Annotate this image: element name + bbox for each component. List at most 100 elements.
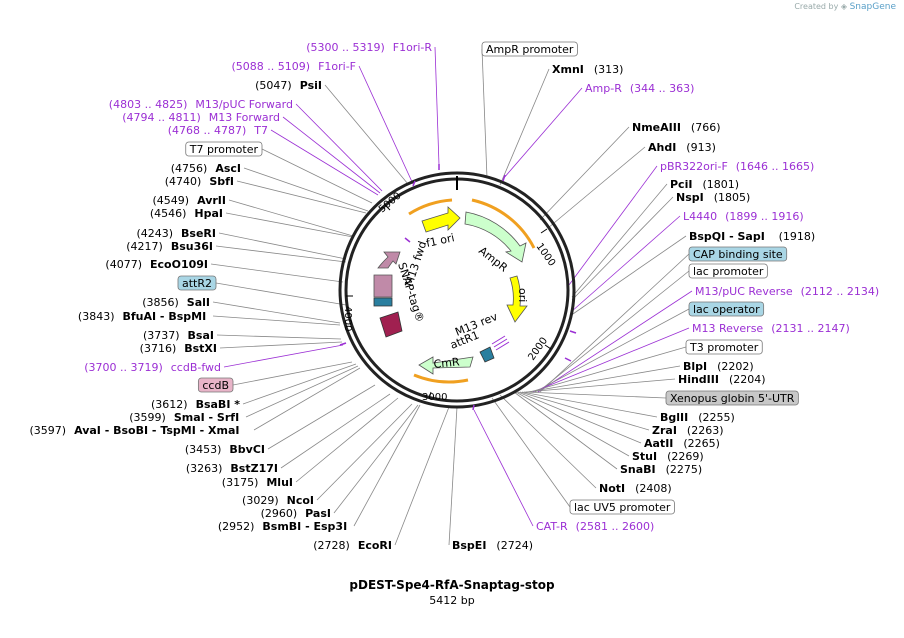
label-stui[interactable]: StuI(2269): [632, 450, 704, 463]
label-t3-promoter[interactable]: T3 promoter: [685, 339, 763, 355]
label-amp-r[interactable]: Amp-R(344 .. 363): [585, 82, 694, 95]
label-lac-promoter[interactable]: lac promoter: [688, 263, 768, 279]
label-lac-operator[interactable]: lac operator: [688, 301, 765, 317]
leader-hindiii: [525, 378, 676, 393]
primer-range: (3700 .. 3719): [84, 361, 163, 374]
feature-box: [569, 499, 675, 515]
snap-tag-upper-feature[interactable]: [377, 251, 401, 269]
label-t7-promoter[interactable]: T7 promoter: [185, 141, 263, 157]
label-smai[interactable]: SmaI - SrfI(3599): [129, 411, 239, 424]
label-xmni[interactable]: XmnI(313): [552, 63, 623, 76]
label-bbvci[interactable]: BbvCI(3453): [185, 443, 265, 456]
label-pasi[interactable]: PasI(2960): [261, 507, 331, 520]
site-position: (3612): [151, 398, 188, 411]
label-attr2[interactable]: attR2: [177, 275, 217, 291]
label-bseri[interactable]: BseRI(4243): [136, 227, 216, 240]
feature-box: [685, 339, 763, 355]
leader-bfuai: [212, 315, 341, 326]
site-position: (1918): [779, 230, 816, 243]
leader-ncoi: [316, 403, 413, 501]
label-noti[interactable]: NotI(2408): [599, 482, 672, 495]
label-ncoi[interactable]: NcoI(3029): [242, 494, 314, 507]
site-position: (313): [594, 63, 624, 76]
label-pbr322ori-f[interactable]: pBR322ori-F(1646 .. 1665): [660, 160, 814, 173]
label-ecoo109i[interactable]: EcoO109I(4077): [105, 258, 208, 271]
label-bsai[interactable]: BsaI(3737): [143, 329, 214, 342]
ampr-outer-arc: [471, 198, 536, 249]
label-bglii[interactable]: BglII(2255): [660, 411, 735, 424]
label-m13-fwd[interactable]: M13 Forward(4794 .. 4811): [122, 111, 280, 124]
label-ahdi[interactable]: AhdI(913): [648, 141, 716, 154]
label-ampr-promoter[interactable]: AmpR promoter: [481, 41, 578, 57]
label-l4440[interactable]: L4440(1899 .. 1916): [683, 210, 804, 223]
cmr-feature[interactable]: [418, 356, 474, 375]
label-asci[interactable]: AscI(4756): [171, 162, 241, 175]
label-aatii[interactable]: AatII(2265): [644, 437, 720, 450]
primer-range: (1899 .. 1916): [725, 210, 804, 223]
feature-label-ampr: AmpR: [476, 244, 510, 275]
label-xenopus[interactable]: Xenopus globin 5'-UTR: [665, 390, 799, 406]
feature-box: [665, 390, 799, 406]
leader-cat-r: [473, 409, 534, 527]
ccdb-feature[interactable]: [379, 311, 403, 338]
label-f1ori-f[interactable]: F1ori-F(5088 .. 5109): [232, 60, 356, 73]
label-pcii[interactable]: PciI(1801): [670, 178, 739, 191]
credit-prefix: Created by: [794, 2, 839, 11]
label-sali[interactable]: SalI(3856): [142, 296, 210, 309]
leader-m13puc-fwd: [295, 103, 383, 192]
snapgene-logo-icon: ◈: [840, 2, 848, 11]
label-zrai[interactable]: ZraI(2263): [652, 424, 723, 437]
label-bspqi[interactable]: BspQI - SapI(1918): [689, 230, 815, 243]
f1-ori-feature[interactable]: [421, 206, 461, 233]
leader-cap: [539, 253, 690, 393]
label-avrii[interactable]: AvrII(4549): [153, 194, 226, 207]
site-position: (2202): [717, 360, 754, 373]
label-bsu36i[interactable]: Bsu36I(4217): [126, 240, 213, 253]
site-position: (3599): [129, 411, 166, 424]
site-name: NotI: [599, 482, 625, 495]
label-bsabi[interactable]: BsaBI *(3612): [151, 398, 240, 411]
label-ccdb[interactable]: ccdB: [197, 377, 234, 393]
label-m13puc-rev[interactable]: M13/pUC Reverse(2112 .. 2134): [695, 285, 879, 298]
site-position: (4549): [153, 194, 190, 207]
label-m13puc-fwd[interactable]: M13/pUC Forward(4803 .. 4825): [109, 98, 293, 111]
label-bstz17i[interactable]: BstZ17I(3263): [186, 462, 278, 475]
label-cat-r[interactable]: CAT-R(2581 .. 2600): [536, 520, 654, 533]
label-nspi[interactable]: NspI(1805): [676, 191, 750, 204]
label-bstxi[interactable]: BstXI(3716): [140, 342, 217, 355]
label-avai[interactable]: AvaI - BsoBI - TspMI - XmaI(3597): [30, 424, 240, 437]
label-sbfi[interactable]: SbfI(4740): [165, 175, 234, 188]
primer-name: F1ori-F: [318, 60, 356, 73]
leader-sali: [212, 301, 341, 324]
label-t7[interactable]: T7(4768 .. 4787): [168, 124, 268, 137]
label-psii[interactable]: PsiI(5047): [255, 79, 322, 92]
label-bfuai[interactable]: BfuAI - BspMI(3843): [78, 310, 206, 323]
label-f1ori-r[interactable]: F1ori-R(5300 .. 5319): [306, 41, 432, 54]
label-hpai[interactable]: HpaI(4546): [150, 207, 223, 220]
leader-ecori: [394, 406, 450, 546]
leader-bglii: [521, 391, 658, 418]
label-snabi[interactable]: SnaBI(2275): [620, 463, 702, 476]
label-bsmbi[interactable]: BsmBI - Esp3I(2952): [218, 520, 347, 533]
ori-feature[interactable]: [506, 275, 528, 323]
ampr-feature[interactable]: [464, 211, 527, 263]
label-ecori[interactable]: EcoRI(2728): [313, 539, 392, 552]
label-lacuv5[interactable]: lac UV5 promoter: [569, 499, 675, 515]
attr2-feature[interactable]: [373, 297, 393, 307]
attr1-feature[interactable]: [479, 346, 495, 363]
label-mlui[interactable]: MluI(3175): [222, 476, 293, 489]
site-position: (4546): [150, 207, 187, 220]
label-nmeaiii[interactable]: NmeAIII(766): [632, 121, 721, 134]
site-name: StuI: [632, 450, 657, 463]
feature-box-label: Xenopus globin 5'-UTR: [670, 392, 795, 405]
label-m13-rev[interactable]: M13 Reverse(2131 .. 2147): [692, 322, 850, 335]
label-bspei[interactable]: BspEI(2724): [452, 539, 533, 552]
label-hindiii[interactable]: HindIII(2204): [678, 373, 766, 386]
label-blpi[interactable]: BlpI(2202): [683, 360, 754, 373]
snap-tag-feature[interactable]: [373, 274, 393, 298]
label-ccdb-fwd[interactable]: ccdB-fwd(3700 .. 3719): [84, 361, 221, 374]
leader-snabi: [513, 391, 618, 470]
label-cap[interactable]: CAP binding site: [688, 246, 788, 262]
leader-pcii: [571, 183, 668, 298]
leader-lac-operator: [534, 308, 690, 393]
